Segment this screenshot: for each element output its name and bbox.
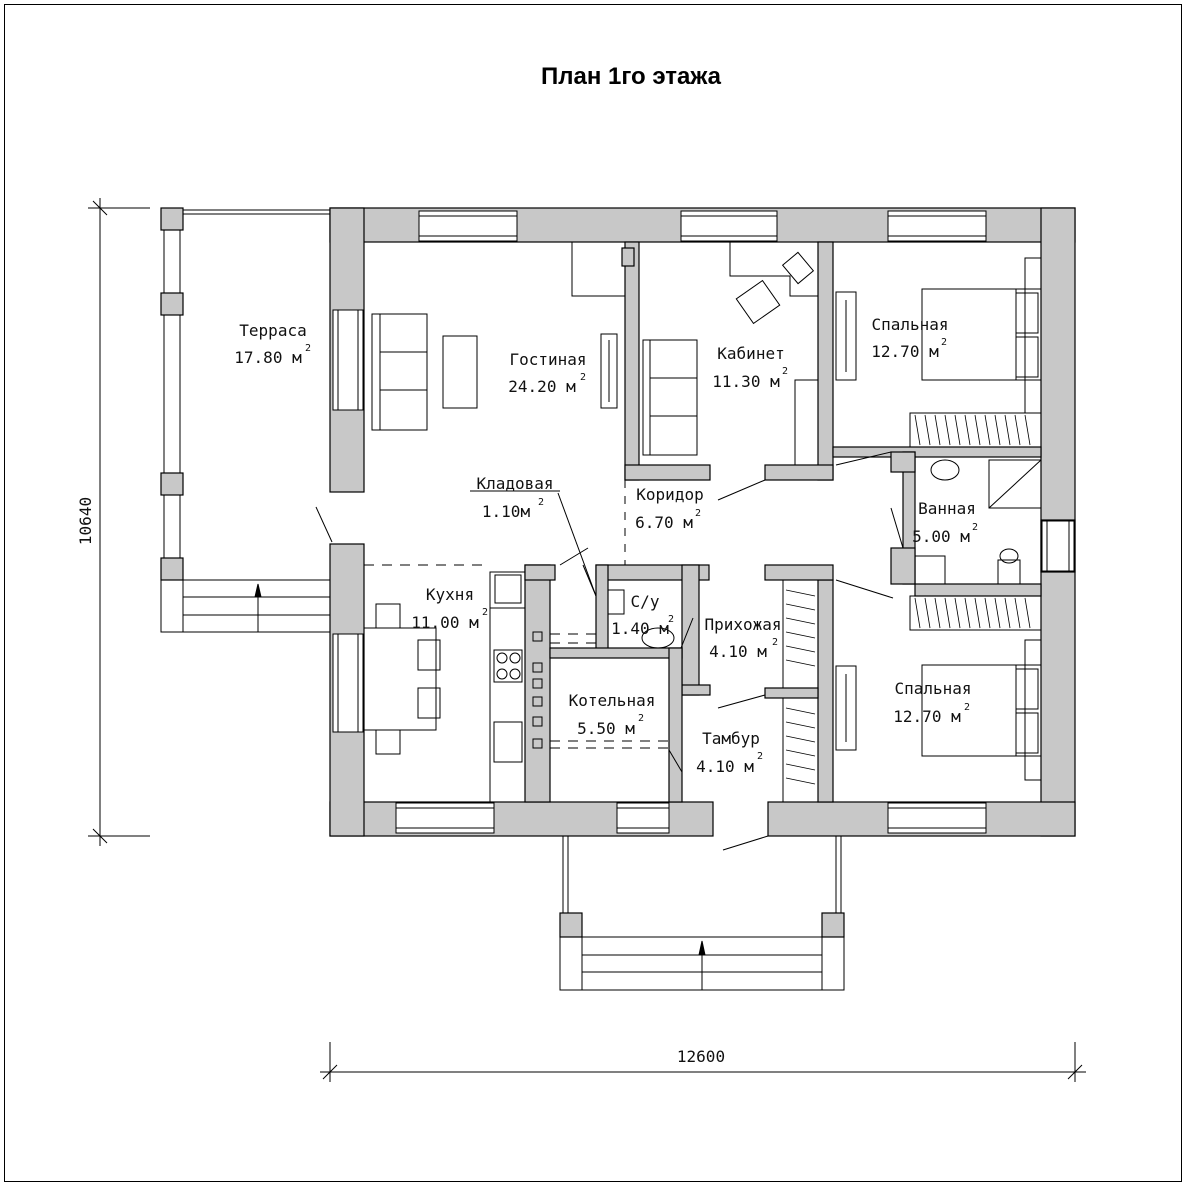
room-area-cabinet: 11.30 м [712,372,780,391]
room-sup-bathroom: 2 [972,522,978,533]
room-name-boiler: Котельная [569,691,656,710]
window-glazing [337,215,1070,829]
room-sup-storage: 2 [538,497,544,508]
room-name-kitchen: Кухня [426,585,474,604]
dimension-height: 10640 [76,497,95,545]
room-area-terrace: 17.80 м [234,348,302,367]
room-name-terrace: Терраса [239,321,306,340]
dimension-width: 12600 [677,1047,725,1066]
room-name-wc: С/у [631,592,660,611]
room-sup-living: 2 [580,372,586,383]
room-area-living: 24.20 м [508,377,576,396]
room-name-bedroom-1: Спальная [871,315,948,334]
room-sup-corridor: 2 [695,508,701,519]
room-labels: Терраса 17.80 м 2 Гостиная 24.20 м 2 Каб… [234,315,978,776]
room-sup-terrace: 2 [305,343,311,354]
room-area-hall: 4.10 м [709,642,767,661]
room-area-bedroom-1: 12.70 м [871,342,939,361]
door-swings [364,451,904,773]
room-area-storage: 1.10м [482,502,531,521]
room-sup-cabinet: 2 [782,366,788,377]
room-sup-hall: 2 [772,637,778,648]
dimension-lines [88,198,1086,1082]
plan-title: План 1го этажа [541,63,722,90]
room-area-bedroom-2: 12.70 м [893,707,961,726]
room-area-corridor: 6.70 м [635,513,693,532]
room-sup-boiler: 2 [638,713,644,724]
room-name-bathroom: Ванная [918,499,976,518]
room-sup-bedroom-1: 2 [941,337,947,348]
room-name-living: Гостиная [509,350,586,369]
room-name-storage: Кладовая [476,474,553,493]
room-name-corridor: Коридор [636,485,703,504]
room-sup-wc: 2 [668,614,674,625]
room-name-vestibule: Тамбур [702,729,760,748]
room-area-bathroom: 5.00 м [912,527,970,546]
room-name-bedroom-2: Спальная [894,679,971,698]
drawing-frame [4,4,1182,1182]
porch [559,835,845,991]
room-name-hall: Прихожая [704,615,781,634]
room-name-cabinet: Кабинет [717,344,784,363]
room-area-vestibule: 4.10 м [696,757,754,776]
room-area-boiler: 5.50 м [577,719,635,738]
room-area-kitchen: 11.00 м [411,613,479,632]
room-sup-bedroom-2: 2 [964,702,970,713]
wardrobe-hatching [785,414,1031,785]
room-sup-kitchen: 2 [482,607,488,618]
room-sup-vestibule: 2 [757,751,763,762]
furniture [363,242,1042,803]
room-area-wc: 1.40 м [611,619,669,638]
terrace [160,209,333,633]
